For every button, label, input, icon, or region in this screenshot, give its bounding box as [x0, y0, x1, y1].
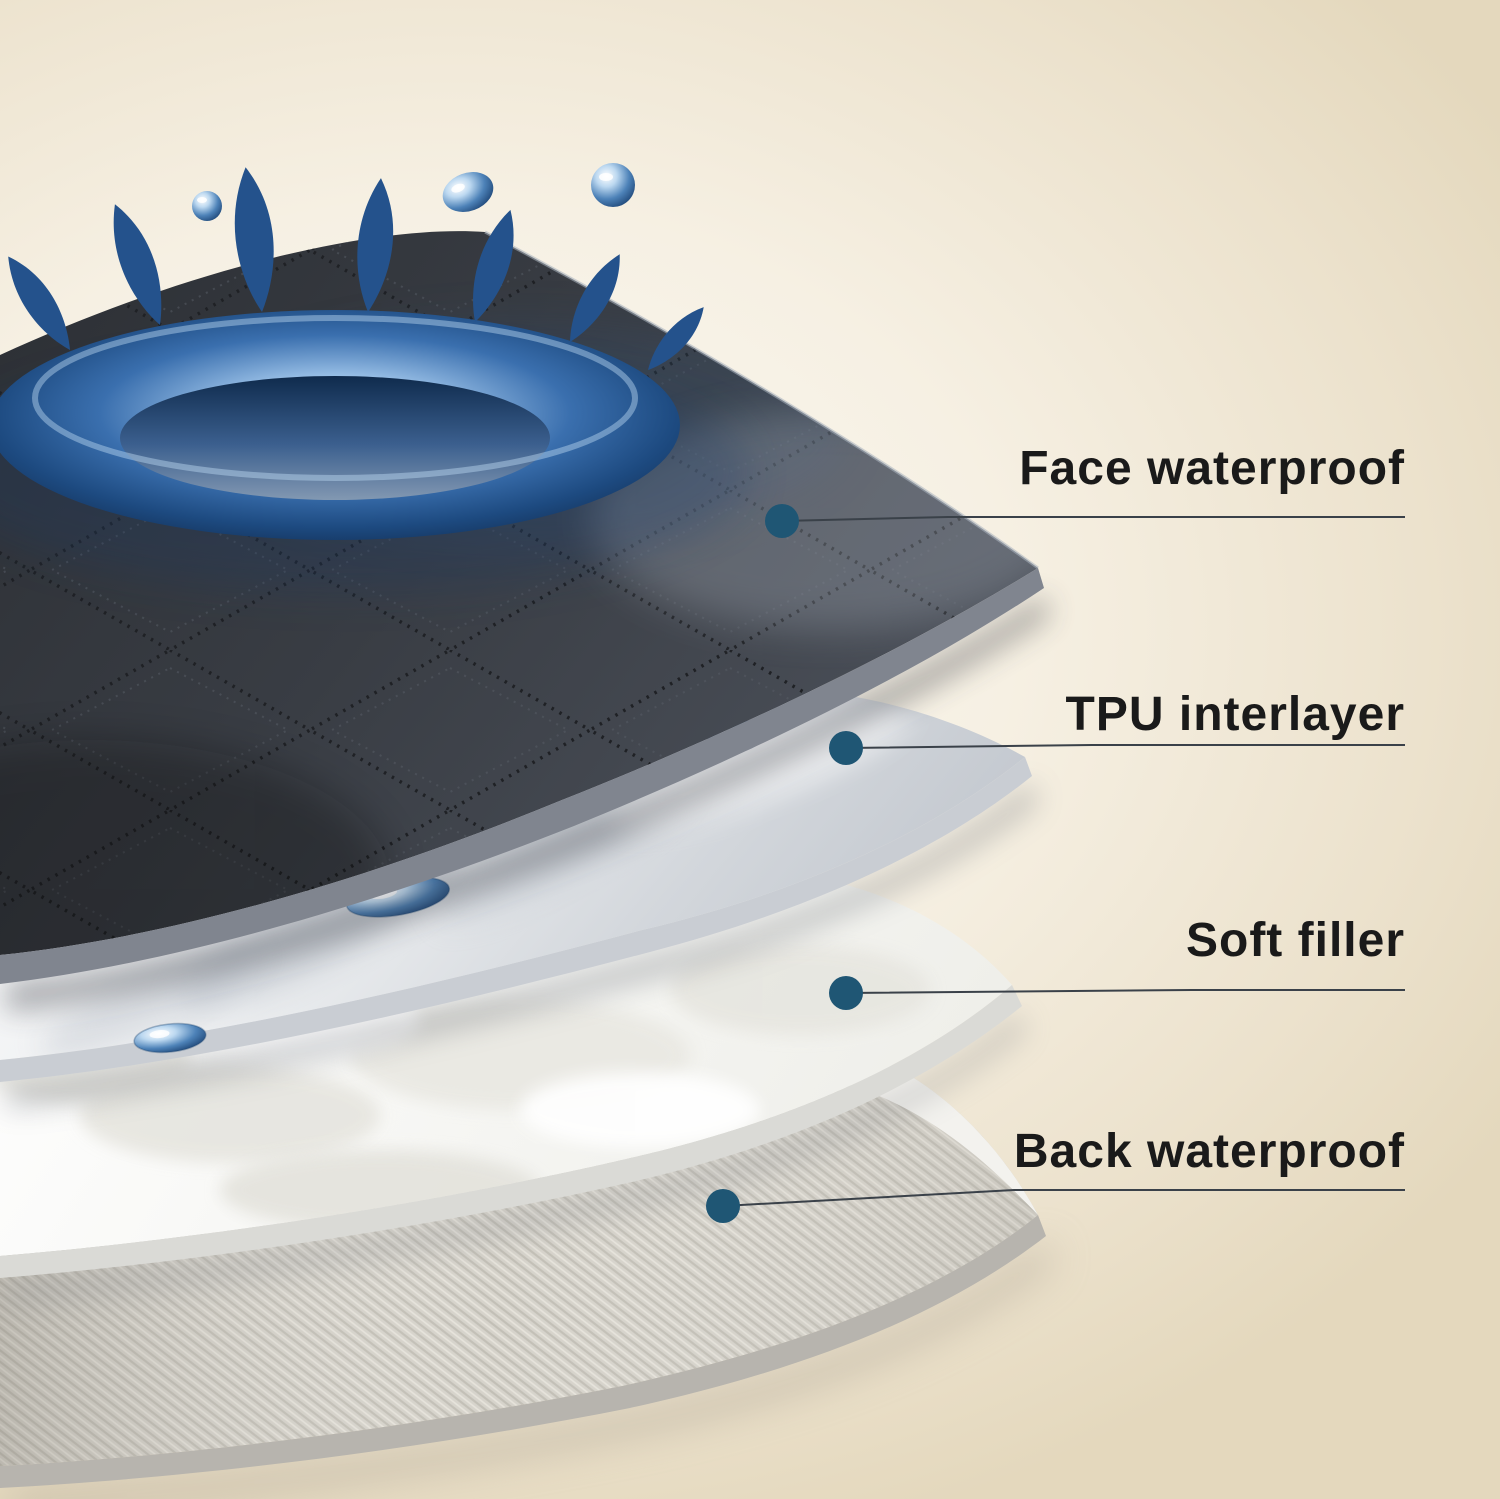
back-layer-shadow [8, 1241, 1054, 1499]
water-droplet-3 [133, 1022, 207, 1054]
callout-line-tpu [845, 744, 1405, 749]
water-splash [0, 164, 750, 592]
face-layer-edge [0, 568, 1044, 984]
face-layer-rim-highlight [484, 230, 1039, 570]
back-layer-edge [0, 1215, 1046, 1488]
callout-line-face [781, 516, 1405, 522]
callout-dot-tpu [829, 731, 863, 765]
filler-shadow [6, 1011, 1028, 1304]
face-waterproof-layer [0, 163, 1050, 1012]
callout-dot-face [765, 504, 799, 538]
callout-dot-soft [829, 976, 863, 1010]
flying-droplet-1 [192, 191, 222, 221]
tpu-shadow [6, 783, 1038, 1108]
filler-edge [0, 985, 1022, 1278]
callouts [706, 504, 1405, 1223]
callout-label-tpu-interlayer: TPU interlayer [1065, 688, 1405, 741]
face-layer-shadow [6, 596, 1050, 1012]
tpu-edge [0, 757, 1032, 1082]
flying-droplet-3 [591, 163, 635, 207]
callout-label-back-waterproof: Back waterproof [1013, 1125, 1405, 1178]
callout-dot-back [706, 1189, 740, 1223]
callout-label-face-waterproof: Face waterproof [1019, 442, 1405, 495]
callout-label-soft-filler: Soft filler [1185, 914, 1405, 967]
flying-droplet-2 [442, 172, 494, 212]
callout-line-soft [845, 989, 1405, 994]
callout-line-back [722, 1189, 1405, 1207]
